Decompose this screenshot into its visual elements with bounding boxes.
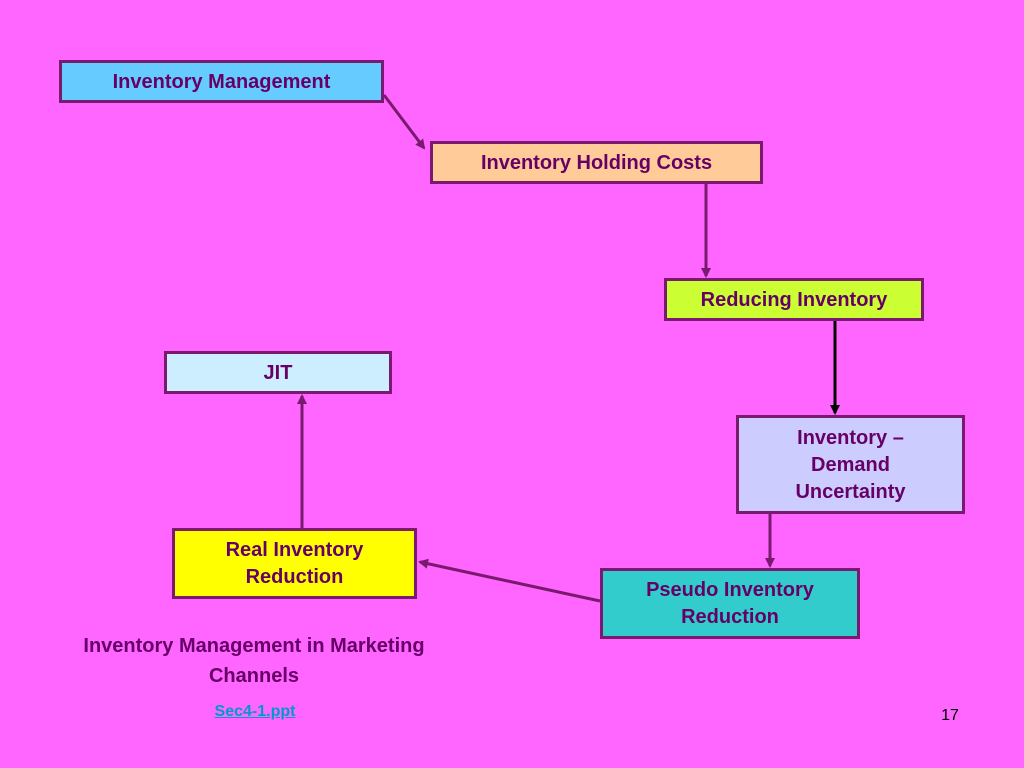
real-inventory-reduction-box: Real Inventory Reduction [172,528,417,599]
jit-box: JIT [164,351,392,394]
arrow-management-to-holding [382,94,426,150]
pseudo-reduction-line-1: Pseudo Inventory [646,579,814,601]
page-number: 17 [941,707,959,724]
real-reduction-line-1: Real Inventory [225,539,364,561]
demand-uncertainty-line-2: Demand [811,454,890,476]
demand-uncertainty-box: Inventory – Demand Uncertainty [736,415,965,514]
pseudo-reduction-line-2: Reduction [681,606,779,628]
source-file-link[interactable]: Sec4-1.ppt [214,703,296,720]
caption-line-1: Inventory Management in Marketing [83,635,425,657]
reducing-inventory-label: Reducing Inventory [700,289,888,311]
reducing-inventory-box: Reducing Inventory [664,278,924,321]
inventory-holding-costs-box: Inventory Holding Costs [430,141,763,184]
inventory-management-box: Inventory Management [59,60,384,103]
inventory-management-label: Inventory Management [112,71,331,93]
arrow-pseudo-to-real [418,558,601,603]
pseudo-inventory-reduction-box: Pseudo Inventory Reduction [600,568,860,639]
jit-label: JIT [263,362,293,384]
caption-line-2: Channels [208,665,300,687]
demand-uncertainty-line-3: Uncertainty [795,481,906,503]
slide-caption: Inventory Management in Marketing Channe… [40,631,468,691]
real-reduction-line-2: Reduction [245,566,344,588]
demand-uncertainty-line-1: Inventory – [797,427,904,449]
inventory-holding-costs-label: Inventory Holding Costs [480,152,713,174]
